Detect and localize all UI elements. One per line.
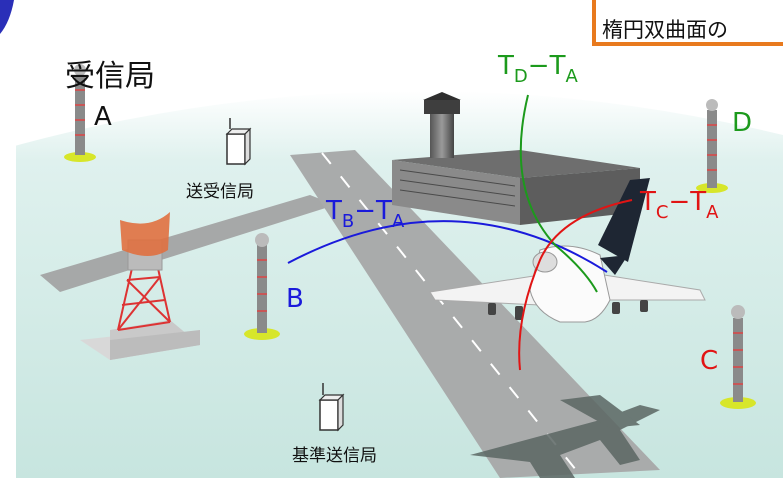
curve-tb-ta (287, 220, 608, 273)
curve-td-ta (519, 94, 598, 293)
curve-label-tc-ta: TC−TA (639, 187, 719, 223)
receiving-station-label: 受信局 (65, 59, 155, 94)
station-d-label: D (732, 108, 752, 138)
runway-centerline (321, 152, 581, 476)
station-b-label: B (286, 284, 304, 314)
antenna-a (64, 64, 96, 162)
transceiver-box-icon (225, 118, 252, 166)
corner-ring (0, 0, 14, 34)
radar-tower (80, 212, 200, 360)
airplane-shadow (470, 395, 660, 478)
antenna-c (720, 305, 756, 409)
curve-tc-ta (518, 199, 633, 371)
station-c-label: C (700, 346, 718, 376)
antenna-b (244, 233, 280, 340)
caption-text: 楕円双曲面の (602, 18, 728, 42)
main-runway (290, 150, 660, 478)
curve-label-tb-ta: TB−TA (325, 196, 405, 232)
left-edge (0, 0, 16, 478)
antenna-d (696, 99, 728, 193)
reference-transmitter-label: 基準送信局 (292, 446, 377, 466)
reference-transmitter-box-icon (318, 383, 345, 432)
curve-label-td-ta: TD−TA (497, 51, 578, 87)
terminal-building (392, 92, 640, 225)
crossing-runway (40, 195, 335, 292)
airplane (429, 178, 706, 323)
caption-box: 楕円双曲面の (592, 0, 783, 46)
transceiver-station-label: 送受信局 (186, 182, 254, 202)
station-a-label: A (94, 102, 112, 132)
